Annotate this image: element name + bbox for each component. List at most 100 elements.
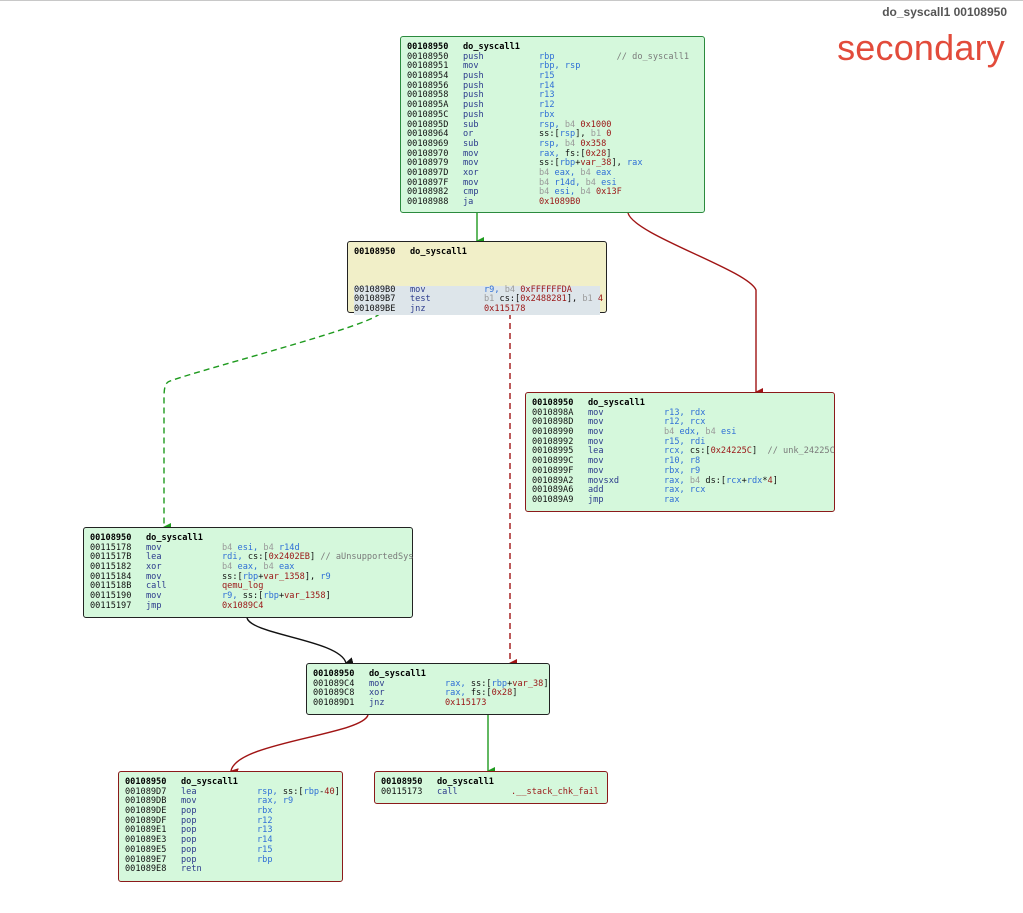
instruction-mnemonic: pop — [181, 835, 197, 846]
operand-token: b4 — [263, 562, 279, 573]
instruction-operands: rdi, cs:[0x2402EB] // aUnsupportedSys — [222, 553, 413, 563]
instruction-mnemonic: mov — [410, 284, 426, 295]
operand-token: r12 — [257, 815, 273, 826]
operand-token: rbp — [539, 51, 555, 62]
operand-token: cs:[ — [689, 446, 711, 457]
operand-token: rax, — [539, 148, 565, 159]
instruction-address: 00115173 — [381, 786, 423, 797]
instruction-mnemonic: pop — [181, 825, 197, 836]
top-divider — [0, 0, 1023, 1]
instruction-mnemonic: call — [146, 581, 167, 592]
operand-token: rsp, — [257, 786, 283, 797]
operand-token: esi — [720, 427, 737, 438]
instruction-mnemonic: push — [463, 80, 484, 91]
instruction-mnemonic: mov — [146, 591, 162, 602]
instruction-address: 00108969 — [407, 138, 449, 149]
operand-token: b4 — [222, 562, 238, 573]
instruction-operands: rbp — [257, 855, 273, 866]
operand-token: ] — [512, 688, 518, 699]
instruction-mnemonic: mov — [588, 436, 604, 447]
instruction-operands: r14 — [539, 81, 555, 92]
operand-token: ] — [309, 552, 321, 563]
header-function-name: do_syscall1 — [588, 398, 645, 408]
instruction-address: 00108995 — [532, 446, 574, 457]
operand-token: rax — [664, 494, 680, 505]
instruction-operands: r15, rdi — [664, 437, 705, 448]
instruction-address: 00108970 — [407, 148, 449, 159]
instruction-mnemonic: push — [463, 109, 484, 120]
instruction-mnemonic: call — [437, 786, 458, 797]
operand-token: var_1358 — [284, 591, 326, 602]
instruction-operands: r13 — [257, 826, 273, 836]
operand-token: r13, rdx — [664, 407, 706, 418]
instruction-address: 0010895A — [407, 100, 449, 111]
operand-token: b1 — [590, 129, 607, 140]
instruction-address: 001089B7 — [354, 294, 396, 305]
operand-token: b4 — [664, 427, 680, 438]
operand-token: ], — [304, 571, 321, 582]
instruction-address: 001089DE — [125, 806, 167, 817]
instruction-address: 00115178 — [90, 542, 132, 553]
edge-b2-b4 — [163, 312, 381, 531]
graph-title: do_syscall1 00108950 — [882, 5, 1007, 19]
header-address: 00108950 — [125, 777, 167, 787]
instruction-address: 00108954 — [407, 71, 449, 82]
